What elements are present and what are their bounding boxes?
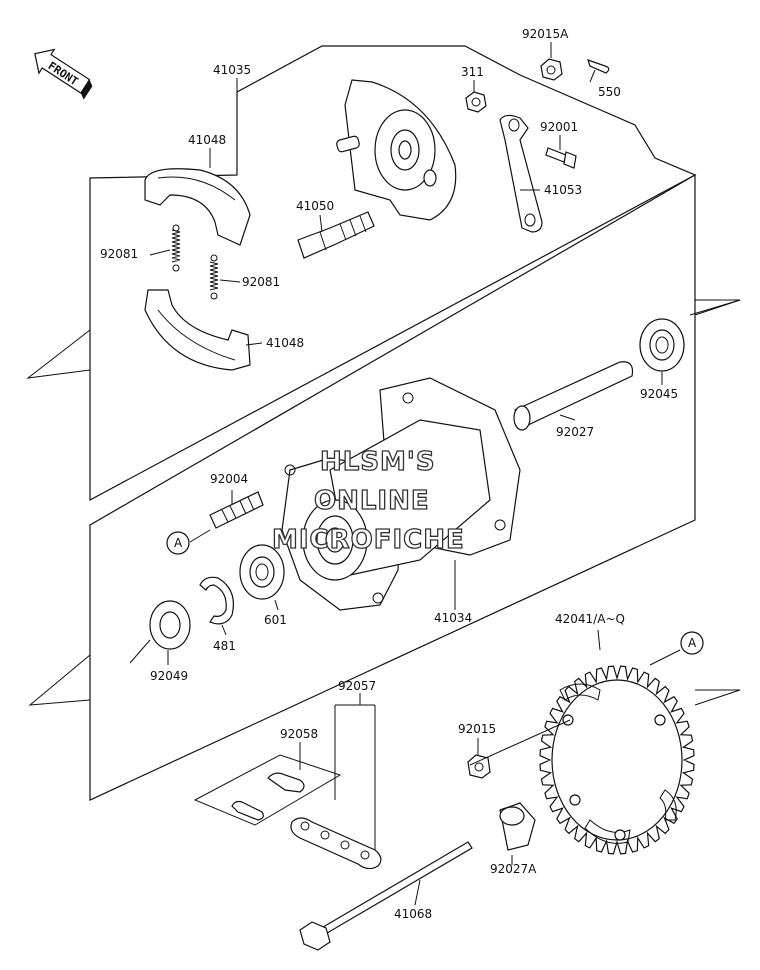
label-41053: 41053 bbox=[544, 183, 582, 197]
cotter-pin-550 bbox=[587, 59, 610, 74]
label-41050: 41050 bbox=[296, 199, 334, 213]
watermark: HLSM'S ONLINE MICROFICHE bbox=[271, 446, 465, 555]
ref-a-left-label: A bbox=[174, 536, 183, 550]
label-481: 481 bbox=[213, 639, 236, 653]
reference-marker-a-right: A bbox=[680, 631, 704, 655]
label-92015: 92015 bbox=[458, 722, 496, 736]
axle-41068 bbox=[299, 841, 473, 951]
brake-cam-41050 bbox=[297, 211, 375, 259]
assembly-frame-lower bbox=[28, 173, 741, 801]
label-92004: 92004 bbox=[210, 472, 248, 486]
label-92027A: 92027A bbox=[490, 862, 537, 876]
stud-92004 bbox=[209, 491, 264, 529]
label-92058: 92058 bbox=[280, 727, 318, 741]
watermark-line-3: MICROFICHE bbox=[272, 525, 465, 555]
label-311: 311 bbox=[461, 65, 484, 79]
collar-92027A bbox=[499, 802, 536, 851]
oil-seal-92049 bbox=[149, 600, 191, 650]
label-41034: 41034 bbox=[434, 611, 472, 625]
leader-lines bbox=[129, 42, 741, 906]
bearing-92045 bbox=[639, 318, 685, 372]
sprocket-42041 bbox=[539, 665, 695, 855]
bearing-601 bbox=[239, 544, 285, 600]
watermark-line-1: HLSM'S bbox=[320, 447, 436, 477]
nut-92015 bbox=[467, 754, 491, 779]
nut-92015A bbox=[540, 58, 563, 81]
label-92081-left: 92081 bbox=[100, 247, 138, 261]
brake-shoe-lower-41048 bbox=[144, 289, 251, 371]
watermark-line-2: ONLINE bbox=[314, 486, 430, 516]
bolt-92001 bbox=[545, 147, 577, 169]
wheel-hub-41034 bbox=[281, 377, 521, 611]
front-direction-arrow: FRONT bbox=[34, 48, 93, 100]
label-601: 601 bbox=[264, 613, 287, 627]
chain-joint-92058 bbox=[193, 754, 342, 826]
return-spring-right-92081 bbox=[209, 254, 219, 300]
label-92001: 92001 bbox=[540, 120, 578, 134]
label-41048-top: 41048 bbox=[188, 133, 226, 147]
ref-a-right-label: A bbox=[688, 636, 697, 650]
label-92027: 92027 bbox=[556, 425, 594, 439]
label-92049: 92049 bbox=[150, 669, 188, 683]
label-92057: 92057 bbox=[338, 679, 376, 693]
return-spring-left-92081 bbox=[171, 224, 181, 272]
brake-panel-41035 bbox=[336, 79, 457, 221]
snap-ring-481 bbox=[199, 576, 234, 625]
label-92081-right: 92081 bbox=[242, 275, 280, 289]
collar-92027 bbox=[513, 361, 634, 431]
brake-arm-41053 bbox=[499, 114, 543, 233]
label-42041: 42041/A~Q bbox=[555, 612, 625, 626]
label-41068: 41068 bbox=[394, 907, 432, 921]
chain-92057 bbox=[290, 817, 382, 870]
label-92045: 92045 bbox=[640, 387, 678, 401]
brake-shoe-upper-41048 bbox=[144, 168, 251, 246]
label-41048-bottom: 41048 bbox=[266, 336, 304, 350]
nut-311 bbox=[465, 91, 487, 113]
label-41035: 41035 bbox=[213, 63, 251, 77]
label-550: 550 bbox=[598, 85, 621, 99]
reference-marker-a-left: A bbox=[166, 531, 190, 555]
label-92015A: 92015A bbox=[522, 27, 569, 41]
